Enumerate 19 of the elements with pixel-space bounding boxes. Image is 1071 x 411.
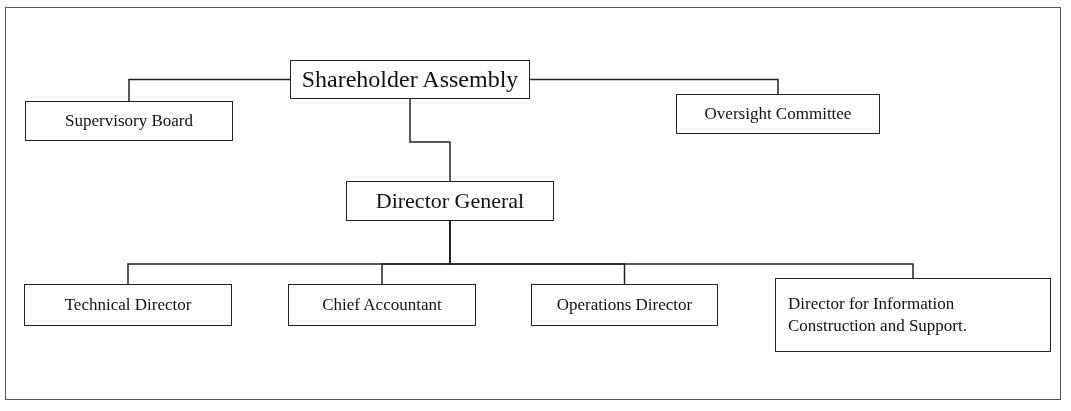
box-label: Oversight Committee [704, 102, 852, 125]
org-box [290, 60, 530, 99]
box-label: Director for Information Construction and Support. [788, 292, 968, 337]
org-box [531, 284, 718, 326]
org-box [288, 284, 476, 326]
org-box [676, 94, 880, 134]
box-label: Supervisory Board [65, 109, 193, 132]
org-box [775, 278, 1051, 352]
connector-line [409, 98, 451, 182]
connector-line [529, 78, 779, 95]
box-label: Technical Director [64, 293, 192, 316]
box-label: Shareholder Assembly [301, 64, 519, 94]
box-label: Operations Director [556, 293, 693, 316]
box-label: Chief Accountant [322, 293, 442, 316]
org-box [25, 101, 233, 141]
org-box [346, 181, 554, 221]
box-label: Director General [375, 186, 525, 215]
connector-line [128, 78, 291, 102]
org-box [24, 284, 232, 326]
